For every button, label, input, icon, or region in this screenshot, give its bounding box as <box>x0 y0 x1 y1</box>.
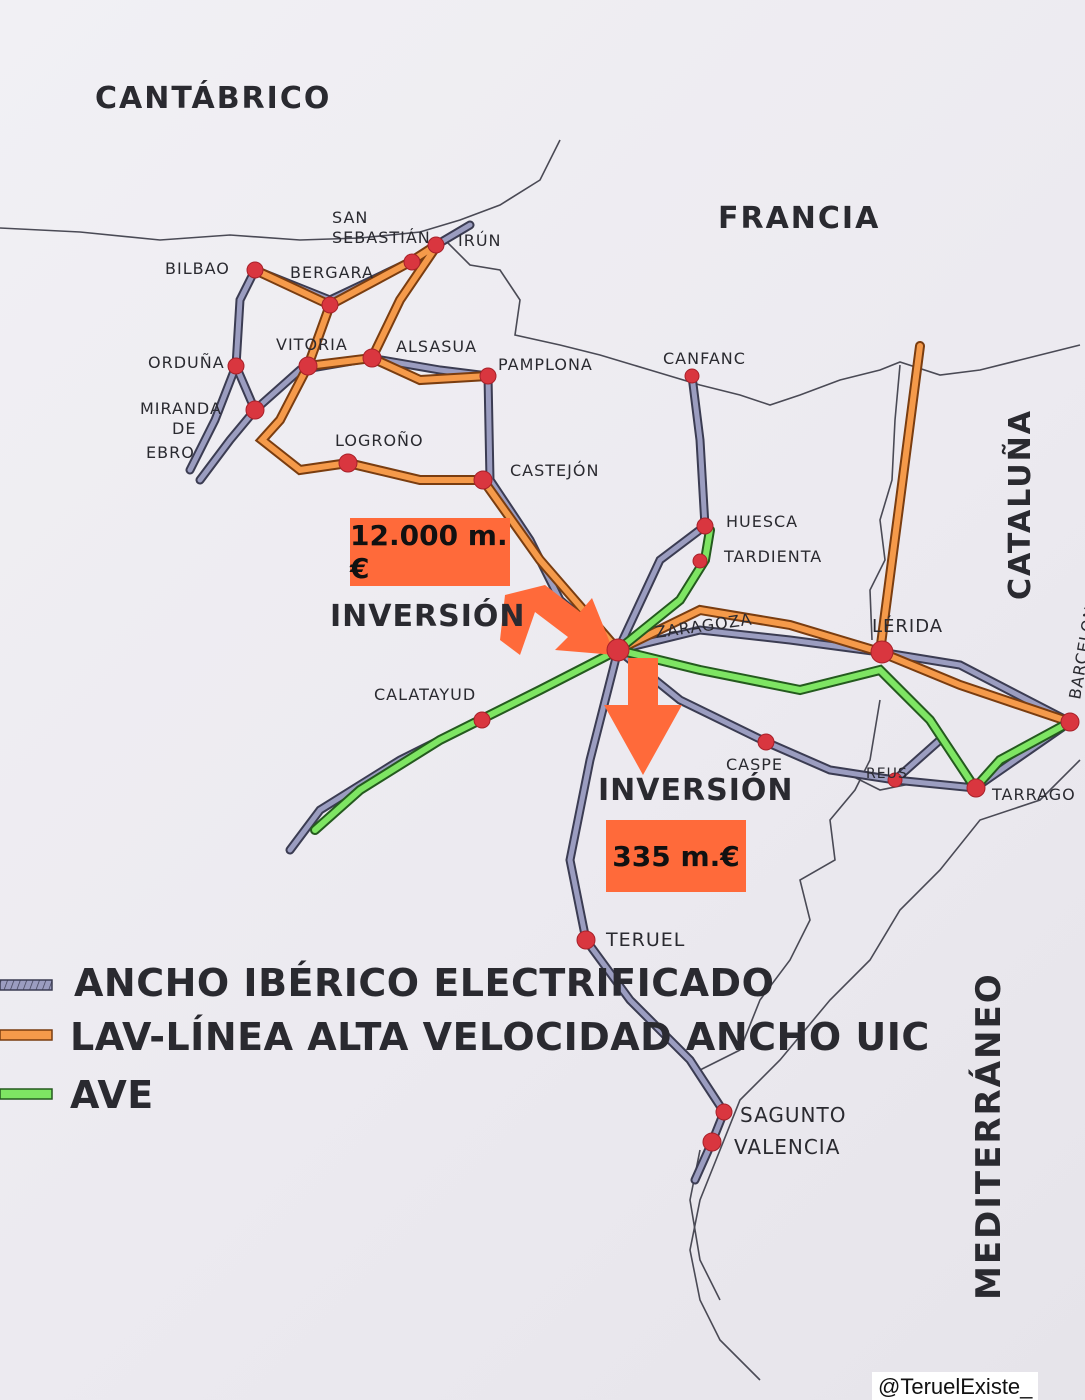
station-san-sebastian <box>403 253 421 271</box>
investment-south-amount: 335 m.€ <box>606 820 746 892</box>
region-labels: CANTÁBRICO FRANCIA CATALUÑA MEDITERRÁNEO <box>95 80 1038 1300</box>
label-logrono: LOGROÑO <box>335 431 424 450</box>
region-mediterraneo: MEDITERRÁNEO <box>968 972 1009 1300</box>
label-ebro: EBRO <box>146 443 195 462</box>
station-canfanc <box>684 368 700 384</box>
station-pamplona <box>479 367 497 385</box>
station-tardienta <box>692 553 708 569</box>
label-huesca: HUESCA <box>726 512 798 531</box>
watermark: @TeruelExiste_ <box>872 1372 1039 1400</box>
region-cataluna: CATALUÑA <box>1001 409 1038 600</box>
station-barcelona <box>1060 712 1080 732</box>
investment-south-label: INVERSIÓN <box>598 771 793 808</box>
station-irun <box>427 236 445 254</box>
label-sebastian: SEBASTIÁN <box>332 228 431 247</box>
station-vitoria <box>298 356 318 376</box>
label-teruel: TERUEL <box>605 929 685 951</box>
legend-label-ave: AVE <box>70 1073 154 1117</box>
label-sagunto: SAGUNTO <box>740 1103 846 1127</box>
stations <box>227 236 1080 1152</box>
station-zaragoza <box>606 638 630 662</box>
label-alsasua: ALSASUA <box>396 337 477 356</box>
legend-label-lav: LAV-LÍNEA ALTA VELOCIDAD ANCHO UIC <box>70 1015 930 1059</box>
label-orduna: ORDUÑA <box>148 353 225 372</box>
station-teruel <box>576 930 596 950</box>
station-calatayud <box>473 711 491 729</box>
legend-swatch-iberico <box>0 979 53 991</box>
label-barcelona: BARCELONA <box>1065 593 1085 701</box>
station-castejon <box>473 470 493 490</box>
label-de: DE <box>172 419 196 438</box>
legend-label-iberico: ANCHO IBÉRICO ELECTRIFICADO <box>74 961 774 1005</box>
station-caspe <box>757 733 775 751</box>
label-caspe: CASPE <box>726 755 783 774</box>
station-tarragona <box>966 778 986 798</box>
east-coast <box>689 759 1081 1381</box>
legend: ANCHO IBÉRICO ELECTRIFICADO LAV-LÍNEA AL… <box>0 961 930 1117</box>
label-san: SAN <box>332 208 368 227</box>
label-miranda: MIRANDA <box>140 399 222 418</box>
catalonia-border <box>869 364 901 641</box>
label-valencia: VALENCIA <box>734 1135 840 1159</box>
arrow-south <box>604 658 682 775</box>
ave-lines <box>310 525 1075 835</box>
north-coast <box>0 139 561 241</box>
label-bergara: BERGARA <box>290 263 374 282</box>
label-bilbao: BILBAO <box>165 259 230 278</box>
legend-swatch-ave <box>0 1088 53 1100</box>
label-tarrago: TARRAGO <box>991 785 1076 804</box>
station-lerida <box>870 640 894 664</box>
station-valencia <box>702 1132 722 1152</box>
station-logrono <box>338 453 358 473</box>
station-miranda <box>245 400 265 420</box>
label-tardienta: TARDIENTA <box>723 547 822 566</box>
station-orduna <box>227 357 245 375</box>
lav-lines <box>250 239 1075 727</box>
station-reus <box>887 772 903 788</box>
label-lerida: LÉRIDA <box>872 615 943 637</box>
label-vitoria: VITORIA <box>276 335 348 354</box>
region-francia: FRANCIA <box>718 201 880 236</box>
label-calatayud: CALATAYUD <box>374 685 476 704</box>
label-canfanc: CANFANC <box>663 349 746 368</box>
legend-swatch-lav <box>0 1029 53 1041</box>
investment-north-amount: 12.000 m.€ <box>350 518 510 586</box>
label-reus: REUS <box>866 766 908 782</box>
arrow-north <box>500 585 615 655</box>
station-bergara <box>321 296 339 314</box>
investment-arrows <box>500 585 682 775</box>
station-bilbao <box>246 261 264 279</box>
label-castejon: CASTEJÓN <box>510 461 599 480</box>
station-huesca <box>696 517 714 535</box>
station-sagunto <box>715 1103 733 1121</box>
region-cantabrico: CANTÁBRICO <box>95 80 331 116</box>
france-border <box>444 239 1081 406</box>
label-pamplona: PAMPLONA <box>498 355 593 374</box>
station-alsasua <box>362 348 382 368</box>
borders <box>0 139 1081 1381</box>
label-irun: IRÚN <box>458 231 502 250</box>
investment-north-label: INVERSIÓN <box>330 597 525 634</box>
